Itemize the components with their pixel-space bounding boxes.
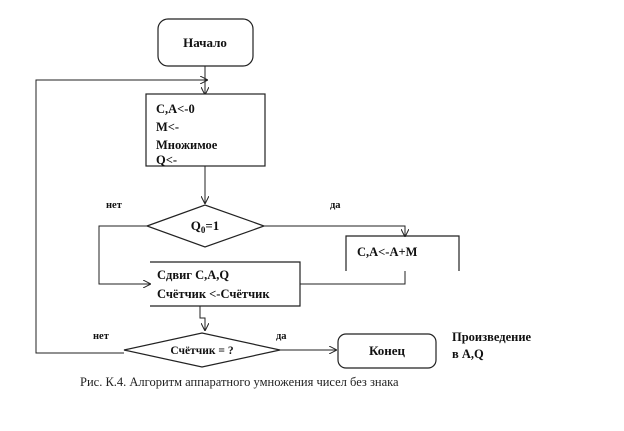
decision-counter-label: Счётчик = ? bbox=[170, 345, 233, 357]
connector-lines bbox=[35, 66, 405, 353]
decision-q0-yes-label: да bbox=[330, 200, 341, 211]
start-label: Начало bbox=[183, 35, 227, 50]
add-block bbox=[345, 235, 460, 271]
decision-q0 bbox=[145, 204, 266, 248]
shift-line-1: Сдвиг C,A,Q bbox=[157, 268, 229, 282]
decision-counter bbox=[123, 332, 281, 368]
decision-q0-label: Q0=1 bbox=[191, 218, 220, 235]
init-line-3: Множимое bbox=[156, 138, 218, 152]
start-terminal bbox=[157, 18, 254, 67]
init-line-4: Q<- bbox=[156, 153, 177, 167]
result-note-line-1: Произведение bbox=[452, 330, 532, 344]
result-note-line-2: в A,Q bbox=[452, 347, 484, 361]
shift-block bbox=[150, 261, 301, 307]
init-block bbox=[145, 93, 266, 167]
shift-line-2: Счётчик <-Счётчик bbox=[157, 287, 270, 301]
decision-counter-no-label: нет bbox=[93, 331, 110, 342]
figure-caption: Рис. К.4. Алгоритм аппаратного умножения… bbox=[80, 375, 399, 389]
decision-q0-no-label: нет bbox=[106, 200, 123, 211]
add-block-label: C,A<-A+M bbox=[357, 245, 418, 259]
end-terminal bbox=[337, 333, 437, 369]
init-line-1: C,A<-0 bbox=[156, 102, 195, 116]
end-label: Конец bbox=[369, 343, 406, 358]
init-line-2: M<- bbox=[156, 120, 179, 134]
decision-counter-yes-label: да bbox=[276, 331, 287, 342]
